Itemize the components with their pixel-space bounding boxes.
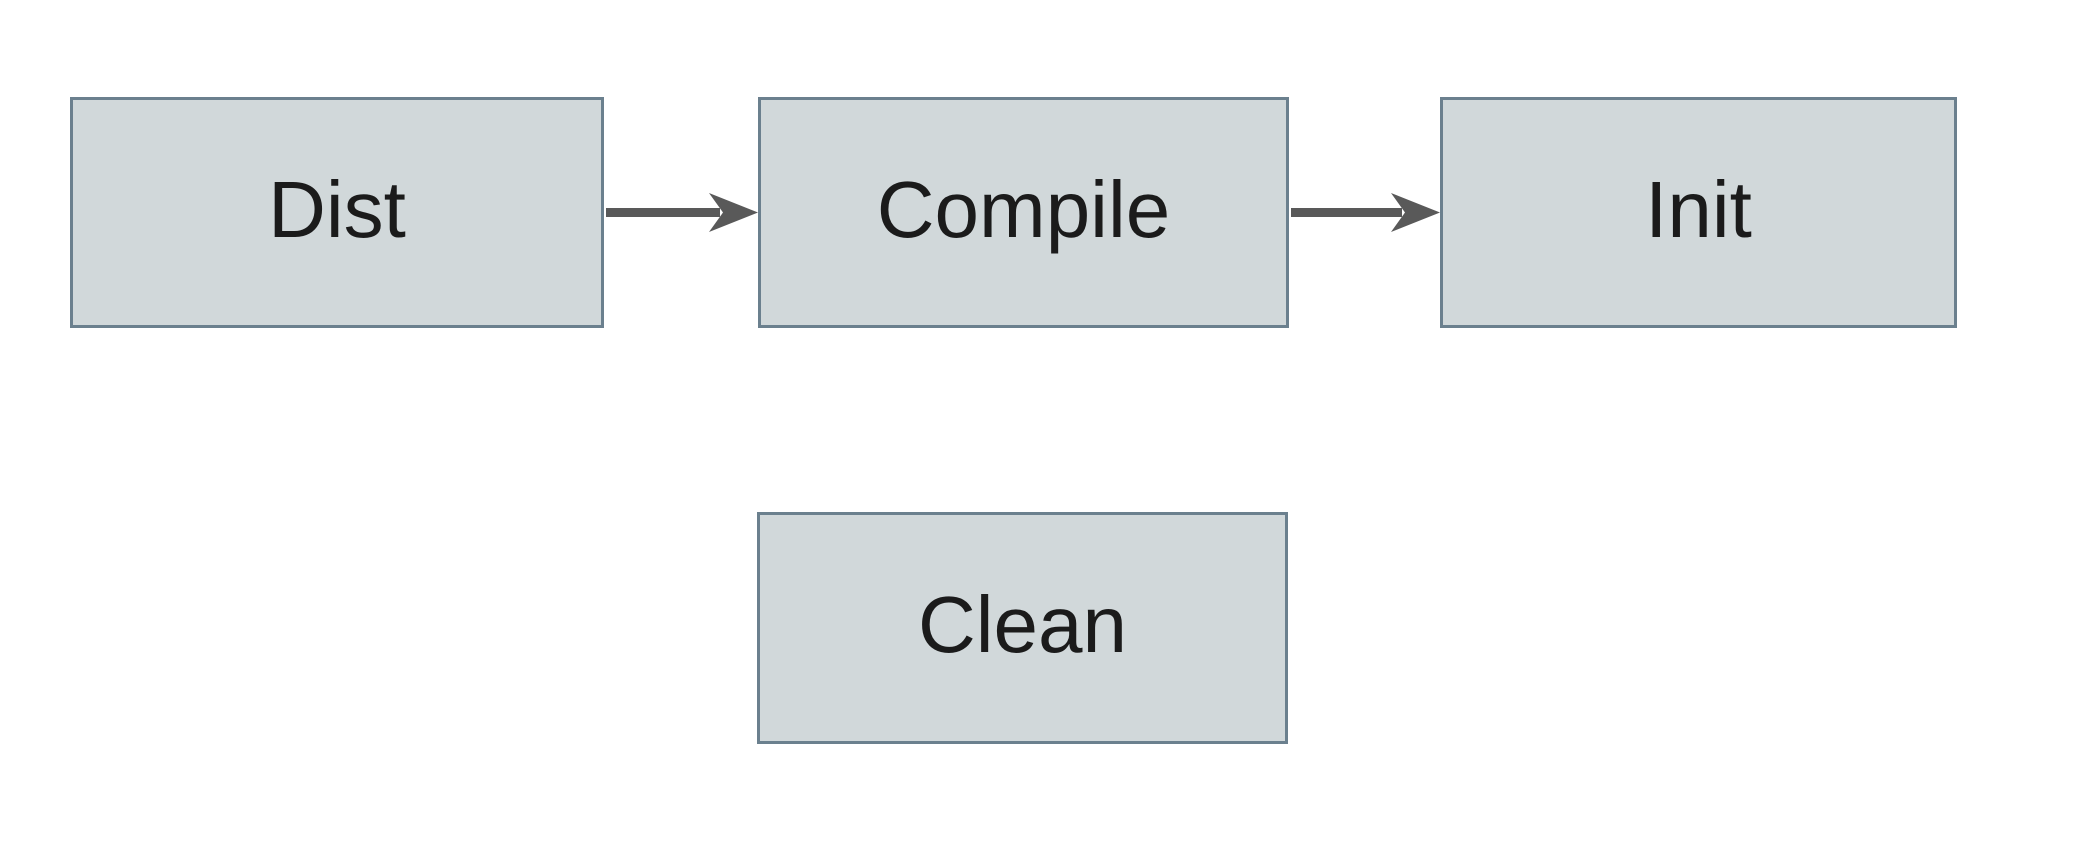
flowchart-node-init: Init <box>1440 97 1957 328</box>
node-label-compile: Compile <box>876 164 1171 254</box>
node-label-init: Init <box>1645 164 1752 254</box>
flowchart-node-clean: Clean <box>757 512 1288 744</box>
arrow-dist-to-compile-icon <box>606 192 758 233</box>
arrow-compile-to-init-icon <box>1291 192 1440 233</box>
node-label-clean: Clean <box>917 580 1128 669</box>
flowchart-node-compile: Compile <box>758 97 1289 328</box>
flowchart-node-dist: Dist <box>70 97 604 328</box>
node-label-dist: Dist <box>268 164 406 254</box>
